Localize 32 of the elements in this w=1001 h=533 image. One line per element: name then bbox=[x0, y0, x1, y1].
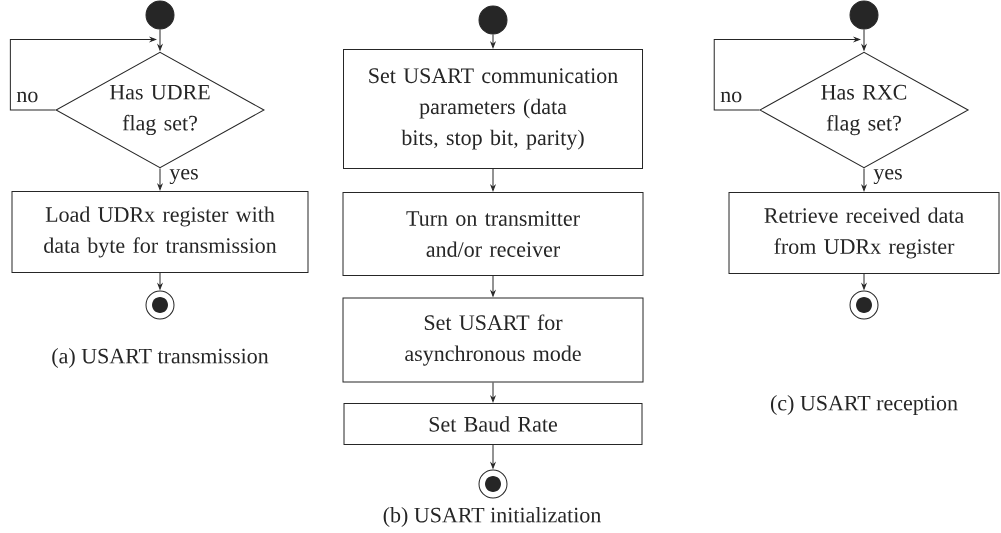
loop-arrow bbox=[713, 37, 861, 111]
end-bullseye bbox=[849, 290, 879, 320]
arrow bbox=[157, 168, 163, 191]
edge-label: no bbox=[15, 90, 40, 104]
process-box: Retrieve received data from UDRx register bbox=[728, 192, 1000, 274]
process-box: Load UDRx register with data byte for transmission bbox=[11, 191, 309, 273]
arrow bbox=[490, 34, 496, 49]
start-dot bbox=[478, 5, 508, 35]
loop-arrow bbox=[9, 37, 157, 111]
arrow bbox=[157, 272, 163, 290]
arrow bbox=[861, 168, 867, 192]
arrow bbox=[490, 444, 496, 469]
edge-label: yes bbox=[168, 167, 200, 186]
arrow bbox=[490, 382, 496, 403]
edge-label: yes bbox=[872, 167, 904, 186]
edge-label: no bbox=[719, 90, 744, 104]
arrow bbox=[490, 168, 496, 192]
end-bullseye bbox=[145, 290, 175, 320]
process-box: Set Baud Rate bbox=[343, 403, 643, 445]
process-box: Set USART for asynchronous mode bbox=[342, 297, 644, 383]
subfigure-caption: (a) USART transmission bbox=[52, 348, 269, 368]
subfigure-caption: (b) USART initialization bbox=[383, 507, 601, 527]
arrow bbox=[157, 29, 163, 51]
arrow bbox=[490, 275, 496, 297]
end-bullseye bbox=[478, 469, 508, 499]
process-box: Set USART communication parameters (data bits, stop bit, parity) bbox=[343, 49, 643, 169]
subfigure-caption: (c) USART reception bbox=[770, 395, 958, 415]
arrow bbox=[861, 29, 867, 51]
start-dot bbox=[849, 0, 879, 30]
start-dot bbox=[145, 0, 175, 30]
arrow bbox=[861, 273, 867, 290]
process-box: Turn on transmitter and/or receiver bbox=[342, 192, 644, 276]
